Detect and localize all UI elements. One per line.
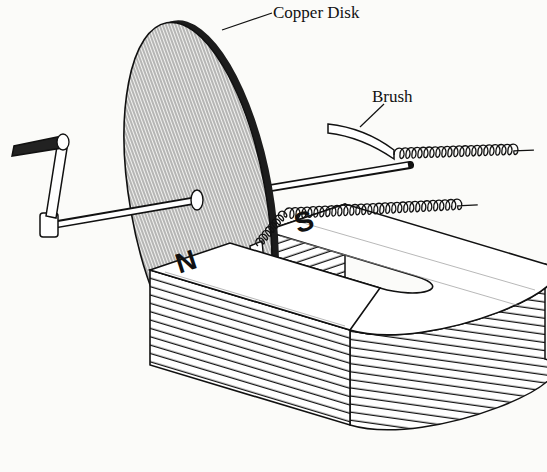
axle-front-outline [52,200,198,225]
wire-coil [394,143,534,158]
leader-line [360,104,384,127]
lower-wire-spring [254,210,288,248]
axle-brush [328,124,394,159]
magnet-n-top-face [150,243,380,330]
crank-arm [46,140,68,218]
wire-coil [284,198,478,219]
magnet-top-shading [165,272,345,326]
axle-front [54,200,198,225]
disk-hub [191,190,203,210]
lower-wire [284,198,478,219]
leader-line [222,13,272,30]
part-label: Brush [372,88,413,105]
part-label: Copper Disk [273,4,359,21]
wire-coil [254,210,288,248]
crank-handle [12,136,62,156]
upper-wire [394,143,534,158]
crank-pivot [57,134,69,150]
